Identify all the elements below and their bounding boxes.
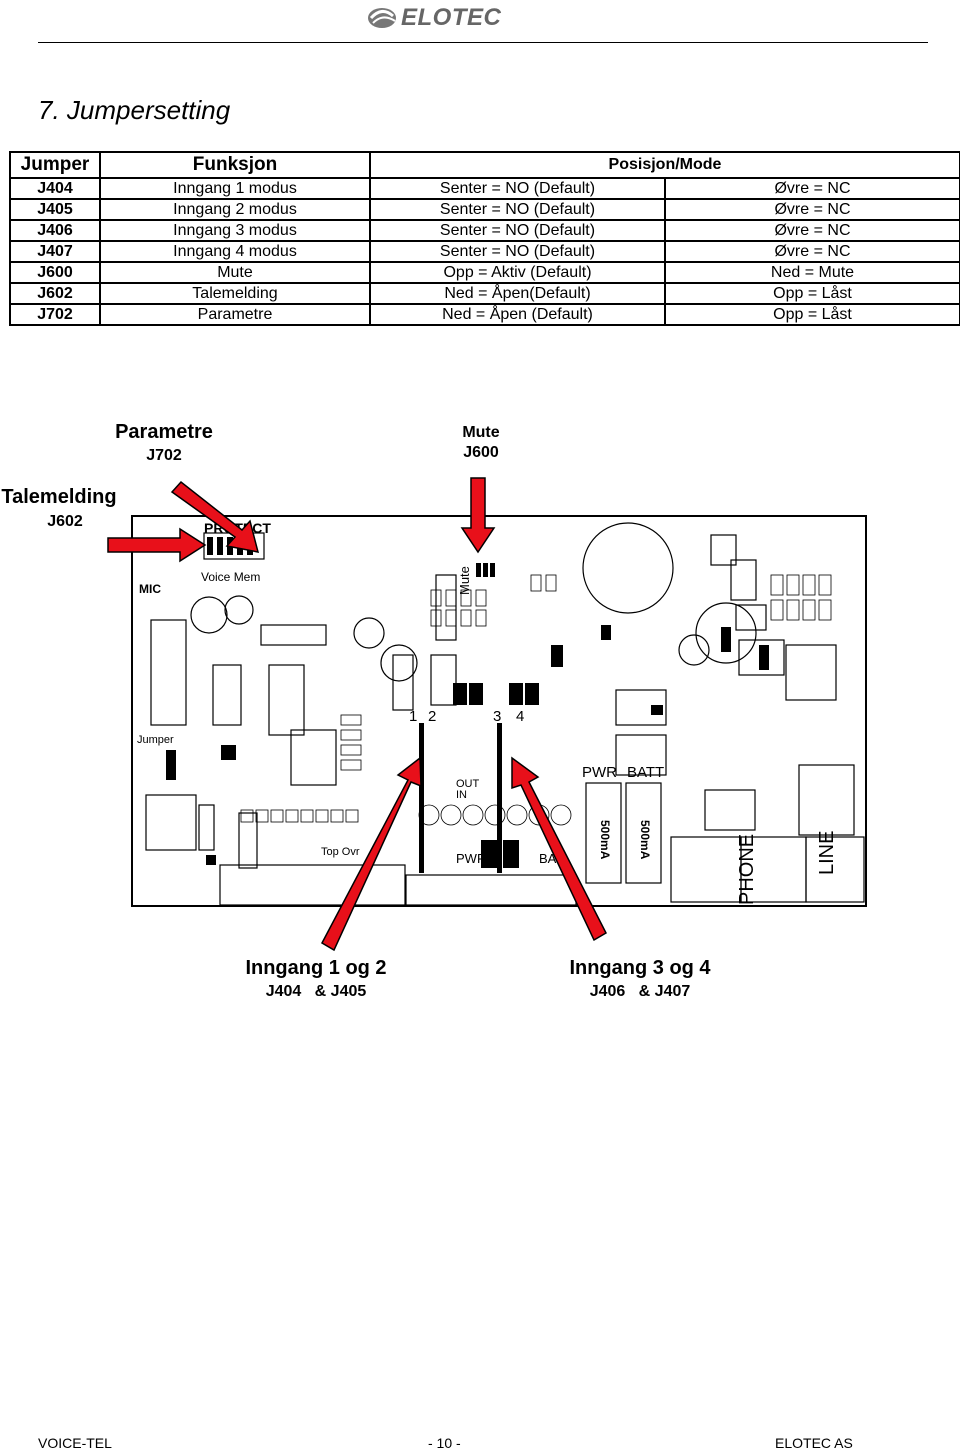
board-pwr2-label: PWR (456, 851, 486, 866)
board-out-label: OUT (456, 778, 480, 790)
talemelding-label: Talemelding (1, 486, 117, 508)
mute-arrow (460, 477, 496, 554)
board-mic-label: MIC (139, 582, 161, 596)
parametre-label: Parametre (115, 421, 213, 443)
board-num-1: 1 (409, 708, 417, 725)
board-ma2-label: 500mA (638, 820, 652, 860)
board-ma1-label: 500mA (598, 820, 612, 860)
parametre-jumper-label: J702 (146, 447, 182, 464)
cell-function: Parametre (100, 304, 370, 325)
inngang34-jumper-label: J406 & J407 (589, 983, 691, 1000)
board-mute-label: Mute (457, 566, 472, 595)
board-in-label: IN (456, 789, 467, 801)
parametre-arrow (170, 480, 260, 553)
footer-page-number: - 10 - (428, 1435, 461, 1451)
table-row: J702 Parametre Ned = Åpen (Default) Opp … (10, 304, 960, 325)
board-pwr-label: PWR (582, 764, 617, 781)
cell-mode1: Senter = NO (Default) (370, 241, 665, 262)
table-row: J404 Inngang 1 modus Senter = NO (Defaul… (10, 178, 960, 199)
cell-mode1: Ned = Åpen (Default) (370, 304, 665, 325)
header-rule (38, 42, 928, 43)
section-title: 7. Jumpersetting (38, 95, 231, 125)
board-line-label: LINE (816, 831, 838, 875)
cell-jumper: J407 (10, 241, 100, 262)
footer-left: VOICE-TEL (38, 1435, 112, 1451)
inngang12-arrow (321, 756, 422, 952)
cell-jumper: J406 (10, 220, 100, 241)
inngang12-label: Inngang 1 og 2 (245, 957, 387, 979)
board-num-2: 2 (428, 708, 436, 725)
cell-jumper: J602 (10, 283, 100, 304)
inngang12-jumper-label: J404 & J405 (265, 983, 367, 1000)
table-row: J405 Inngang 2 modus Senter = NO (Defaul… (10, 199, 960, 220)
mute-label: Mute (462, 424, 500, 441)
board-ba-label: BA (539, 851, 557, 866)
cell-jumper: J702 (10, 304, 100, 325)
header-jumper: Jumper (10, 152, 100, 178)
cell-jumper: J600 (10, 262, 100, 283)
cell-mode1: Senter = NO (Default) (370, 178, 665, 199)
talemelding-arrow (107, 527, 207, 563)
cell-function: Talemelding (100, 283, 370, 304)
talemelding-jumper-label: J602 (47, 513, 83, 530)
cell-mode1: Opp = Aktiv (Default) (370, 262, 665, 283)
mute-jumper-label: J600 (463, 444, 499, 461)
circuit-board-diagram: PROTECT Voice Mem MIC Jumper Top Ovr Mut… (131, 515, 867, 907)
board-top-ovr-label: Top Ovr (321, 846, 360, 858)
logo-mark-icon (368, 8, 396, 28)
board-num-4: 4 (516, 708, 524, 725)
table-row: J407 Inngang 4 modus Senter = NO (Defaul… (10, 241, 960, 262)
cell-function: Inngang 3 modus (100, 220, 370, 241)
inngang34-label: Inngang 3 og 4 (569, 957, 711, 979)
cell-mode1: Senter = NO (Default) (370, 199, 665, 220)
cell-function: Inngang 2 modus (100, 199, 370, 220)
inngang34-arrow (511, 756, 607, 942)
board-num-3: 3 (493, 708, 501, 725)
cell-function: Inngang 4 modus (100, 241, 370, 262)
cell-mode1: Ned = Åpen(Default) (370, 283, 665, 304)
board-batt-label: BATT (627, 764, 664, 781)
cell-jumper: J404 (10, 178, 100, 199)
cell-function: Inngang 1 modus (100, 178, 370, 199)
cell-jumper: J405 (10, 199, 100, 220)
table-row: J600 Mute Opp = Aktiv (Default) Ned = Mu… (10, 262, 960, 283)
elotec-logo: ELOTEC (365, 2, 525, 36)
header-function: Funksjon (100, 152, 370, 178)
table-header-row: Jumper Funksjon Posisjon/Mode (10, 152, 960, 178)
cell-mode1: Senter = NO (Default) (370, 220, 665, 241)
table-row: J406 Inngang 3 modus Senter = NO (Defaul… (10, 220, 960, 241)
logo-text: ELOTEC (401, 4, 502, 31)
cell-function: Mute (100, 262, 370, 283)
board-phone-label: PHONE (736, 834, 758, 905)
jumper-table: Jumper Funksjon Posisjon/Mode J404 Innga… (9, 151, 960, 326)
footer-right: ELOTEC AS (775, 1435, 853, 1451)
table-row: J602 Talemelding Ned = Åpen(Default) Opp… (10, 283, 960, 304)
board-jumper-label: Jumper (137, 734, 174, 746)
board-voice-mem-label: Voice Mem (201, 570, 260, 584)
